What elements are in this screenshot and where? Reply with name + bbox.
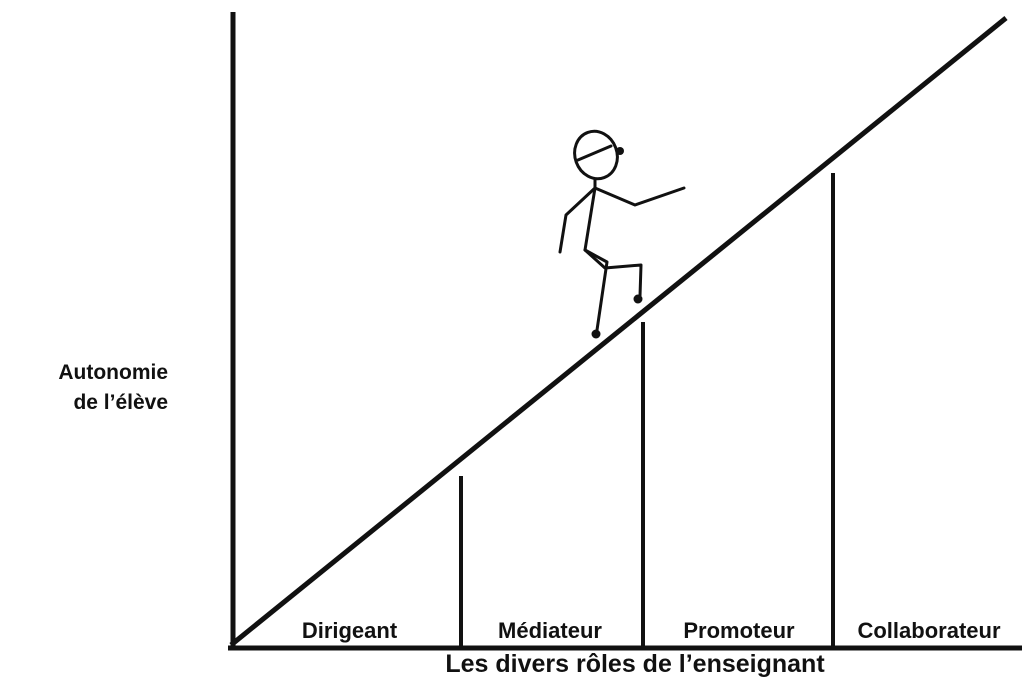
y-axis-label-line-1: Autonomie bbox=[58, 361, 168, 384]
y-axis-label: Autonomie de l’élève bbox=[0, 358, 168, 418]
y-axis-label-line-2: de l’élève bbox=[73, 391, 168, 414]
x-axis-label: Les divers rôles de l’enseignant bbox=[445, 650, 825, 678]
stick-figure-climbing-icon bbox=[558, 129, 686, 339]
role-label-dirigeant: Dirigeant bbox=[301, 618, 398, 643]
autonomy-diagonal-line bbox=[229, 16, 1008, 647]
role-label-collaborateur: Collaborateur bbox=[857, 618, 1001, 643]
role-label-promoteur: Promoteur bbox=[683, 618, 795, 643]
role-label-mediateur: Médiateur bbox=[498, 618, 602, 643]
